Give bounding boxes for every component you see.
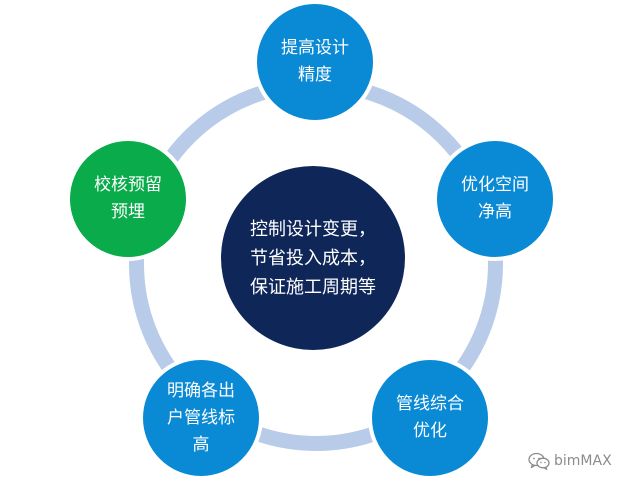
node-bottom-left-line-1: 明确各出 (167, 380, 235, 401)
center-circle: 控制设计变更， 节省投入成本， 保证施工周期等 (221, 166, 405, 350)
node-top: 提高设计 精度 (253, 0, 377, 124)
center-line-2: 节省投入成本， (250, 247, 376, 269)
center-line-3: 保证施工周期等 (250, 276, 376, 298)
node-bottom-right: 管线综合 优化 (368, 356, 492, 480)
node-top-line-1: 提高设计 (281, 38, 349, 58)
node-left-line-1: 校核预留 (94, 175, 162, 195)
node-right-line-1: 优化空间 (461, 175, 529, 195)
node-left: 校核预留 预埋 (66, 137, 190, 261)
node-bottom-right-line-1: 管线综合 (396, 394, 464, 414)
watermark: bimMAX (528, 451, 612, 471)
node-right-line-2: 净高 (478, 202, 512, 222)
wechat-icon (528, 452, 550, 470)
node-right: 优化空间 净高 (433, 137, 557, 261)
node-bottom-left-line-3: 高 (192, 434, 210, 455)
node-bottom-left: 明确各出 户管线标 高 (139, 356, 263, 480)
node-bottom-right-line-2: 优化 (413, 421, 447, 441)
node-left-line-2: 预埋 (111, 202, 145, 222)
node-top-line-2: 精度 (298, 65, 332, 85)
center-line-1: 控制设计变更， (250, 218, 376, 240)
watermark-text: bimMAX (554, 453, 612, 469)
node-bottom-left-line-2: 户管线标 (167, 407, 235, 428)
